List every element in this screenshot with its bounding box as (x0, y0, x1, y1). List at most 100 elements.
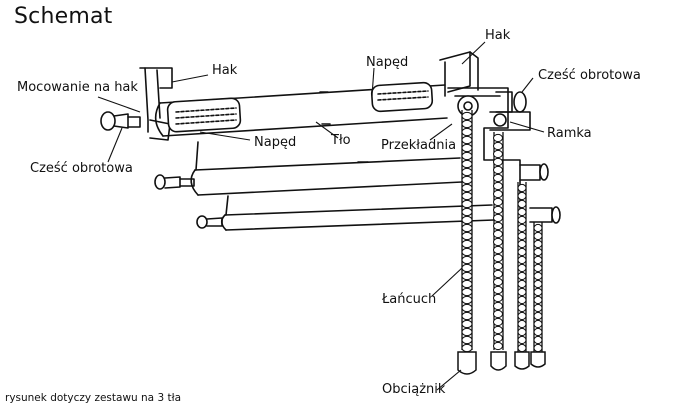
footnote: rysunek dotyczy zestawu na 3 tła (5, 392, 181, 404)
chain-link (517, 207, 527, 217)
chain-link (461, 215, 473, 225)
chain-link (461, 191, 473, 201)
chain-link (493, 301, 503, 311)
chain-link (533, 255, 543, 265)
chain-link (533, 303, 543, 313)
chain-link (493, 341, 503, 351)
chain-link (461, 319, 473, 329)
chain-link (517, 247, 527, 257)
chain-link (461, 199, 473, 209)
chain-link (461, 135, 473, 145)
gear-frame-block (447, 87, 531, 211)
chain-link (517, 263, 527, 273)
chain-link (517, 183, 527, 193)
chain-link (461, 159, 473, 169)
chain-link (493, 245, 503, 255)
chain-link (461, 183, 473, 193)
chain-link (493, 173, 503, 183)
chain-link (517, 279, 527, 289)
right-hook-bracket (439, 51, 479, 97)
chain-link (461, 255, 473, 265)
chain-link (461, 207, 473, 217)
chain-link (461, 175, 473, 185)
chain-link (461, 119, 473, 129)
chain-link (517, 327, 527, 337)
chain-link (493, 149, 503, 159)
label-tlo: Tło (331, 133, 351, 148)
chain-link (493, 213, 503, 223)
chain-link (517, 335, 527, 345)
chain-link (493, 277, 503, 287)
left-hook-bracket (139, 67, 173, 141)
diagram-title: Schemat (14, 4, 113, 29)
chain-weights (457, 351, 546, 375)
chain-link (533, 327, 543, 337)
label-naped-middle: Napęd (254, 135, 297, 150)
chain-link (461, 327, 473, 337)
chain-link (493, 317, 503, 327)
chain-link (493, 285, 503, 295)
chain-link (533, 239, 543, 249)
label-ramka: Ramka (547, 126, 592, 141)
chain-link (461, 231, 473, 241)
chain-link (517, 199, 527, 209)
chain-link (493, 181, 503, 191)
chain-link (533, 231, 543, 241)
chain-link (493, 229, 503, 239)
chain-link (517, 255, 527, 265)
chain-link (533, 287, 543, 297)
chain-link (493, 237, 503, 247)
chain-link (533, 311, 543, 321)
chain-link (461, 143, 473, 153)
chain-link (461, 311, 473, 321)
chain-link (533, 263, 543, 273)
label-czesc-obrotowa-left: Cześć obrotowa (30, 161, 133, 176)
chain-link (493, 205, 503, 215)
chain-link (533, 279, 543, 289)
chain-link (461, 303, 473, 313)
chain-link (517, 231, 527, 241)
chain-link (517, 295, 527, 305)
label-hak-left: Hak (212, 63, 238, 78)
chain-link (533, 343, 543, 353)
roller-bottom (196, 204, 495, 231)
chain-link (533, 271, 543, 281)
label-lancuch: Łańcuch (382, 292, 437, 307)
chain-link (461, 151, 473, 161)
chain-link (461, 111, 473, 121)
label-przekladnia: Przekładnia (381, 138, 457, 153)
chain-link (493, 141, 503, 151)
label-mocowanie-na-hak: Mocowanie na hak (17, 80, 138, 95)
chain-link (517, 303, 527, 313)
left-rotating-knob (100, 111, 141, 131)
chain-link (461, 271, 473, 281)
chain-link (517, 287, 527, 297)
chain-link (517, 319, 527, 329)
chain-1 (461, 110, 473, 350)
chain-link (493, 165, 503, 175)
chain-link (533, 223, 543, 233)
chain-link (493, 157, 503, 167)
chain-link (493, 261, 503, 271)
label-czesc-obrotowa-right: Cześć obrotowa (538, 68, 641, 83)
chain-link (493, 133, 503, 143)
chain-link (533, 247, 543, 257)
chain-link (461, 335, 473, 345)
leader-lines (97, 41, 545, 391)
chain-link (533, 295, 543, 305)
chain-link (517, 343, 527, 353)
chain-link (517, 239, 527, 249)
chain-link (493, 333, 503, 343)
chain-link (461, 167, 473, 177)
right-rotating-knob (495, 91, 527, 113)
chain-link (461, 343, 473, 353)
chain-link (533, 335, 543, 345)
label-hak-right: Hak (485, 28, 511, 43)
chain-link (517, 223, 527, 233)
chain-link (533, 319, 543, 329)
chain-link (517, 311, 527, 321)
chain-link (517, 271, 527, 281)
chain-link (493, 325, 503, 335)
